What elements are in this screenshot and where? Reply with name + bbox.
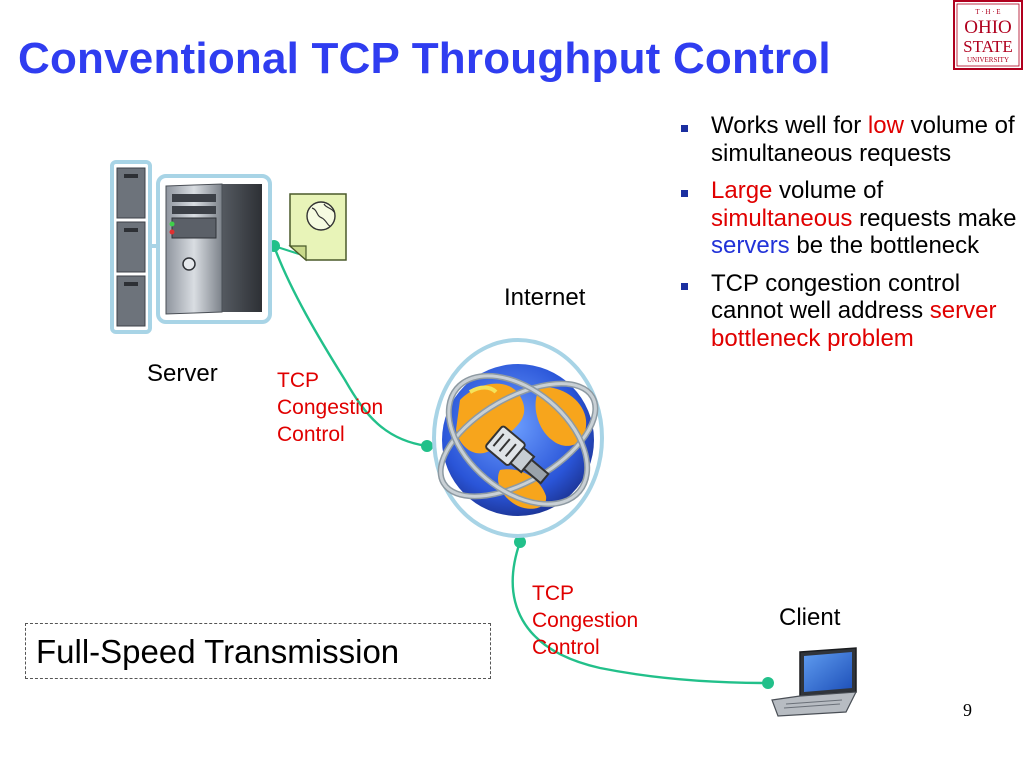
tcp-label-line: TCP bbox=[532, 582, 574, 605]
bullet-highlight: simultaneous bbox=[711, 204, 853, 232]
tcp-congestion-label-lower: TCP Congestion Control bbox=[532, 580, 638, 661]
bullet-text: volume of bbox=[772, 177, 884, 204]
tcp-label-line: Control bbox=[532, 636, 600, 659]
internet-label: Internet bbox=[504, 284, 586, 311]
logo-text-university: UNIVERSITY bbox=[967, 56, 1009, 64]
page-number: 9 bbox=[963, 700, 972, 720]
tcp-congestion-label-upper: TCP Congestion Control bbox=[277, 367, 383, 448]
tcp-label-line: TCP bbox=[277, 369, 319, 392]
client-label: Client bbox=[779, 604, 841, 631]
tcp-label-line: Congestion bbox=[532, 609, 639, 632]
full-speed-transmission-box: Full-Speed Transmission bbox=[25, 623, 491, 679]
bullet-list: Works well for low volume of simultaneou… bbox=[678, 112, 1018, 362]
bullet-text: TCP congestion control cannot well addre… bbox=[711, 269, 961, 325]
logo-text-ohio: OHIO bbox=[964, 17, 1012, 38]
bullet-text: be the bottleneck bbox=[789, 232, 980, 259]
internet-globe-icon bbox=[432, 338, 604, 538]
bullet-highlight-blue: servers bbox=[711, 232, 790, 259]
bullet-highlight: Large bbox=[711, 177, 773, 204]
tcp-label-line: Congestion bbox=[277, 396, 384, 419]
bullet-text: Works well for bbox=[711, 112, 868, 139]
connector-dot bbox=[762, 677, 774, 689]
client-laptop-icon bbox=[771, 647, 858, 717]
logo-text-the: T · H · E bbox=[975, 8, 1000, 16]
server-tower-icon bbox=[156, 174, 272, 324]
bullet-item: Large volume of simultaneous requests ma… bbox=[678, 177, 1018, 260]
logo-text-state: STATE bbox=[963, 37, 1013, 56]
bullet-text: volume of simultaneous requests bbox=[711, 112, 1015, 167]
connector-dot bbox=[421, 440, 433, 452]
server-label: Server bbox=[147, 360, 218, 387]
bullet-item: Works well for low volume of simultaneou… bbox=[678, 112, 1018, 167]
web-document-icon bbox=[288, 193, 347, 262]
connector-server-internet bbox=[272, 245, 428, 448]
bullet-text: requests make bbox=[852, 204, 1017, 232]
bullet-highlight: low bbox=[867, 112, 904, 139]
server-rack-icon bbox=[110, 160, 162, 334]
tcp-label-line: Control bbox=[277, 423, 345, 446]
slide-title: Conventional TCP Throughput Control bbox=[18, 34, 831, 83]
bullet-highlight: server bottleneck problem bbox=[711, 297, 997, 352]
connector-dot bbox=[514, 536, 526, 548]
connector-internet-client bbox=[511, 541, 769, 685]
ohio-state-logo: T · H · E OHIO STATE UNIVERSITY bbox=[953, 0, 1023, 70]
bullet-item: TCP congestion control cannot well addre… bbox=[678, 270, 1018, 353]
